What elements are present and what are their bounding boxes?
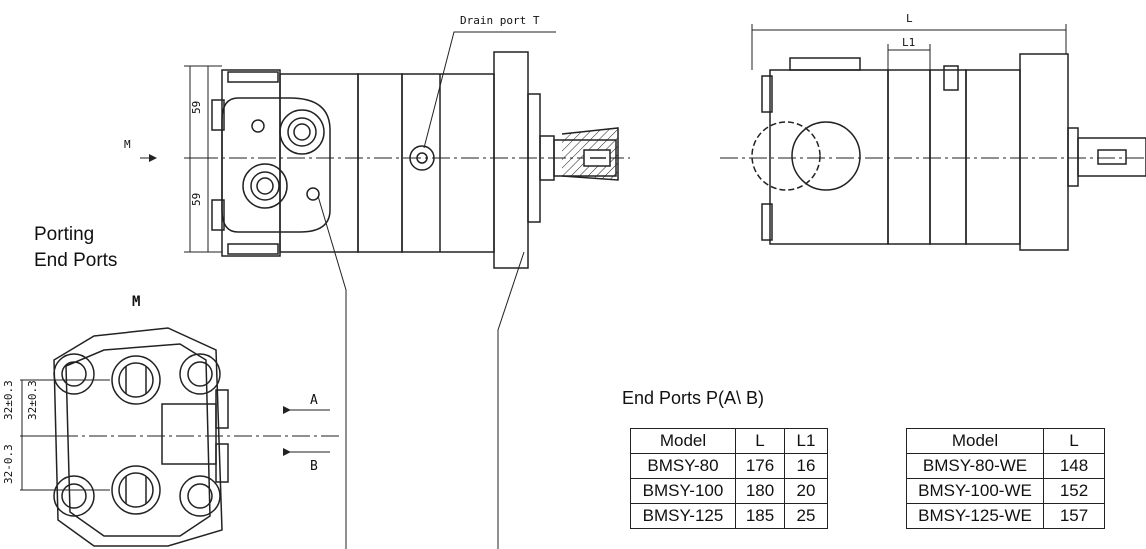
end-ports-title: End Ports P(A\ B) (622, 388, 765, 408)
cell-L1: 20 (784, 478, 828, 504)
spec-table-left: Model L L1 BMSY-80 176 16 BMSY-100 180 2… (630, 428, 828, 529)
table-header-row: Model L L1 (630, 428, 828, 454)
motor-side-view (200, 51, 630, 269)
port-end-view (53, 327, 340, 547)
header-model: Model (630, 428, 736, 454)
dimension-lines-end (20, 379, 330, 491)
dim-vertical-1: 32±0.3 (2, 380, 15, 420)
header-L1: L1 (784, 428, 828, 454)
table-header-row: Model L (906, 428, 1105, 454)
header-model: Model (906, 428, 1044, 454)
cell-L: 180 (735, 478, 785, 504)
cell-model: BMSY-125 (630, 503, 736, 529)
dim-vertical-2: 32-0.3 (2, 444, 15, 484)
cell-L1: 25 (784, 503, 828, 529)
header-L: L (735, 428, 785, 454)
dim-59-bottom: 59 (190, 193, 203, 206)
port-B-label: B (310, 459, 318, 474)
port-A-label: A (310, 393, 318, 408)
cell-L: 176 (735, 453, 785, 479)
dimension-lines-left (140, 31, 556, 549)
cell-model: BMSY-80-WE (906, 453, 1044, 479)
cell-L: 185 (735, 503, 785, 529)
cell-model: BMSY-80 (630, 453, 736, 479)
table-row: BMSY-100 180 20 (630, 478, 828, 504)
table-row: BMSY-80 176 16 (630, 453, 828, 479)
table-row: BMSY-125-WE 157 (906, 503, 1105, 529)
motor-side-view-right (720, 53, 1146, 251)
dim-L: L (906, 12, 913, 25)
dimension-lines-right (751, 24, 1067, 70)
drain-port-label: Drain port T (460, 14, 540, 27)
view-marker-top: M (132, 294, 140, 310)
dim-59-top: 59 (190, 101, 203, 114)
table-row: BMSY-125 185 25 (630, 503, 828, 529)
cell-model: BMSY-125-WE (906, 503, 1044, 529)
cell-L1: 16 (784, 453, 828, 479)
porting-label: Porting End Ports (34, 222, 117, 274)
view-marker-side: M (124, 138, 131, 151)
cell-model: BMSY-100 (630, 478, 736, 504)
header-L: L (1043, 428, 1105, 454)
cell-model: BMSY-100-WE (906, 478, 1044, 504)
porting-line-1: Porting (34, 224, 95, 245)
table-row: BMSY-100-WE 152 (906, 478, 1105, 504)
dim-L1: L1 (902, 36, 915, 49)
cell-L: 148 (1043, 453, 1105, 479)
cell-L: 157 (1043, 503, 1105, 529)
cell-L: 152 (1043, 478, 1105, 504)
spec-table-right: Model L BMSY-80-WE 148 BMSY-100-WE 152 B… (906, 428, 1105, 529)
porting-line-2: End Ports (34, 250, 118, 271)
dim-vertical-3: 32±0.3 (26, 380, 39, 420)
table-row: BMSY-80-WE 148 (906, 453, 1105, 479)
